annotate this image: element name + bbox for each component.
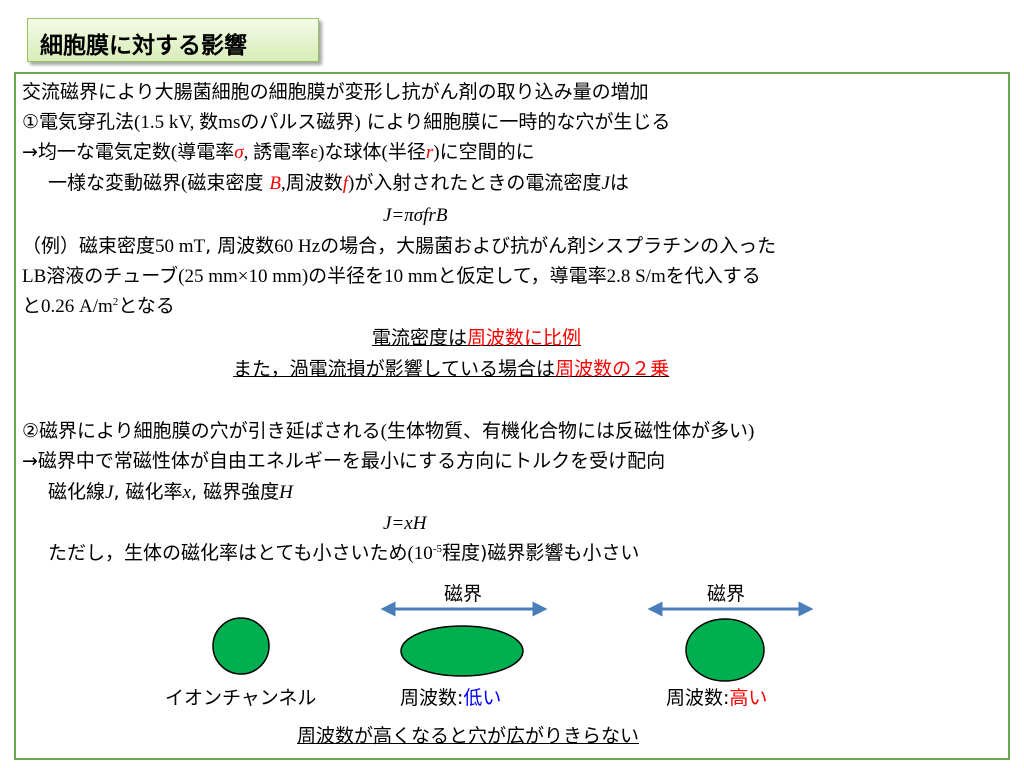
stretch-line: ②磁界により細胞膜の穴が引き延ばされる(生体物質、有機化合物には反磁性体が多い) bbox=[22, 419, 754, 444]
torque-line: →磁界中で常磁性体が自由エネルギーを最小にする方向にトルクを受け配向 bbox=[22, 450, 666, 472]
text: の場合，大腸菌および抗がん剤シスプラチンの入った bbox=[320, 235, 777, 257]
high-frequency-label: 周波数:高い bbox=[666, 686, 767, 710]
ion-channel-label: イオンチャンネル bbox=[165, 687, 317, 709]
highlight-text: 周波数に比例 bbox=[467, 327, 582, 349]
text: , bbox=[281, 173, 286, 194]
magnetization-symbol: J bbox=[105, 482, 114, 503]
text: ( bbox=[381, 142, 388, 163]
text: と仮定して，導電率 bbox=[437, 265, 607, 287]
text: 一様な変動磁界 bbox=[48, 172, 182, 194]
text: (10 bbox=[407, 543, 433, 564]
text: ( bbox=[181, 173, 188, 194]
text: 60 Hz bbox=[274, 236, 321, 257]
text: 0.26 A/m bbox=[41, 296, 113, 317]
text: ) bbox=[354, 112, 361, 133]
eddy-current-statement: また，渦電流損が影響している場合は周波数の２乗 bbox=[233, 357, 669, 381]
text: 周波数: bbox=[666, 687, 730, 709]
frequency-symbol: f bbox=[342, 173, 349, 194]
text: のパルス磁界 bbox=[240, 111, 355, 133]
text: な球体 bbox=[324, 141, 382, 163]
field-label-1: 磁界 bbox=[444, 583, 483, 605]
text: 溶液のチューブ bbox=[46, 265, 179, 287]
text: （例）磁束密度 bbox=[22, 235, 156, 257]
text: 磁束密度 bbox=[187, 172, 270, 194]
text: 磁界影響も小さい bbox=[487, 542, 640, 564]
text: 2.8 S/m bbox=[606, 266, 666, 287]
text: , 磁界強度 bbox=[190, 481, 280, 503]
text: と bbox=[22, 295, 42, 317]
title-box: 細胞膜に対する影響 bbox=[27, 18, 319, 62]
formula-current-density: J=πσfrB bbox=[383, 205, 448, 226]
text: 周波数: bbox=[400, 687, 464, 709]
electroporation-line: ①電気穿孔法(1.5 kV, 数msのパルス磁界) により細胞膜に一時的な穴が生… bbox=[22, 110, 670, 135]
text: ) bbox=[348, 173, 355, 194]
example-line-2: LB溶液のチューブ(25 mm×10 mm)の半径を10 mmと仮定して，導電率… bbox=[22, 264, 761, 289]
high-text: 高い bbox=[729, 687, 768, 709]
superscript: -5 bbox=[432, 543, 442, 555]
susceptibility-symbol: x bbox=[182, 482, 191, 503]
text: , 磁化率 bbox=[113, 481, 183, 503]
text: ①電気穿孔法 bbox=[22, 111, 135, 133]
text: →均一な電気定数 bbox=[22, 141, 171, 163]
sigma-symbol: σ bbox=[234, 142, 244, 163]
sphere-line: →均一な電気定数(導電率σ, 誘電率ε)な球体(半径r)に空間的に bbox=[22, 140, 535, 165]
text: また，渦電流損が影響している場合は bbox=[233, 358, 556, 380]
magnetization-line: 磁化線J, 磁化率x, 磁界強度H bbox=[48, 480, 293, 505]
intro-line: 交流磁界により大腸菌細胞の細胞膜が変形し抗がん剤の取り込み量の増加 bbox=[22, 81, 649, 103]
susceptibility-line: ただし，生体の磁化率はとても小さいため(10-5程度)磁界影響も小さい bbox=[48, 541, 639, 566]
text: となる bbox=[118, 295, 175, 317]
text: ( bbox=[170, 142, 178, 163]
text: ms bbox=[218, 112, 241, 133]
text: ε) bbox=[310, 142, 325, 163]
text: 50 mT bbox=[155, 236, 206, 257]
text: LB bbox=[22, 266, 47, 287]
text: を代入する bbox=[665, 265, 761, 287]
formula-magnetization: J=xH bbox=[383, 513, 427, 534]
text: ( bbox=[380, 421, 387, 442]
text: 周波数 bbox=[285, 172, 343, 194]
text: ②磁界により細胞膜の穴が引き延ばされる bbox=[22, 420, 381, 442]
text: , bbox=[243, 142, 254, 163]
content-frame bbox=[14, 72, 1010, 760]
current-symbol: J bbox=[601, 173, 610, 194]
text: により細胞膜に一時的な穴が生じる bbox=[360, 111, 671, 133]
text: 生体物質、有機化合物には反磁性体が多い bbox=[386, 420, 748, 442]
high-frequency-ellipse bbox=[685, 618, 765, 682]
text: 導電率 bbox=[177, 141, 235, 163]
field-line: 一様な変動磁界(磁束密度 B,周波数f)が入射されたときの電流密度Jは bbox=[48, 171, 629, 196]
slide-title: 細胞膜に対する影響 bbox=[40, 33, 247, 59]
example-line-1: （例）磁束密度50 mT, 周波数60 Hzの場合，大腸菌および抗がん剤シスプラ… bbox=[22, 234, 776, 259]
text: 10 mm bbox=[384, 266, 438, 287]
low-text: 低い bbox=[463, 687, 502, 709]
field-label-2: 磁界 bbox=[707, 583, 746, 605]
text: ) bbox=[748, 421, 755, 442]
text: の半径を bbox=[308, 265, 385, 287]
text: 誘電率 bbox=[253, 141, 311, 163]
text: , 周波数 bbox=[205, 235, 275, 257]
text: ただし，生体の磁化率はとても小さいため bbox=[48, 542, 408, 564]
text: に空間的に bbox=[439, 141, 535, 163]
text: 磁化線 bbox=[48, 481, 106, 503]
text: 数 bbox=[199, 111, 219, 133]
radius-symbol: r bbox=[425, 142, 434, 163]
superscript: 2 bbox=[112, 296, 119, 308]
field-strength-symbol: H bbox=[279, 482, 293, 503]
text: 電流密度は bbox=[372, 327, 468, 349]
text: (1.5 kV, bbox=[134, 112, 200, 133]
text: (25 mm×10 mm) bbox=[178, 266, 309, 287]
low-frequency-ellipse bbox=[400, 625, 524, 677]
text: 程度) bbox=[441, 542, 488, 564]
text: が入射されたときの電流密度 bbox=[354, 172, 602, 194]
text: ) bbox=[433, 142, 440, 163]
text: は bbox=[609, 172, 629, 194]
ion-channel-circle bbox=[212, 617, 270, 675]
text: 半径 bbox=[387, 141, 426, 163]
flux-symbol: B bbox=[269, 173, 281, 194]
example-line-3: と0.26 A/m2となる bbox=[22, 294, 175, 319]
proportional-statement: 電流密度は周波数に比例 bbox=[372, 326, 581, 350]
conclusion-statement: 周波数が高くなると穴が広がりきらない bbox=[297, 725, 640, 747]
highlight-text: 周波数の２乗 bbox=[555, 358, 670, 380]
low-frequency-label: 周波数:低い bbox=[400, 686, 501, 710]
